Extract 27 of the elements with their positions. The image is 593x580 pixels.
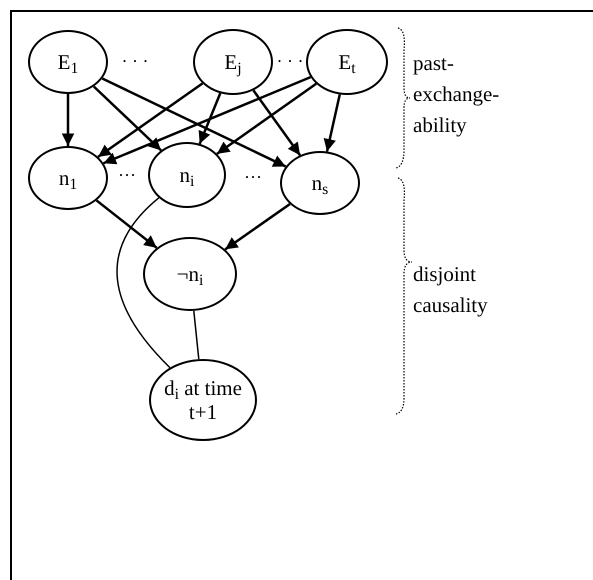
ellipse-node: n$_{i}$ (148, 142, 226, 208)
ellipsis-label: · · · (120, 50, 150, 73)
ellipsis-label: ··· (117, 164, 137, 187)
ellipse-node: E$_{t}$ (306, 29, 388, 95)
arrow (224, 203, 291, 250)
arrow (102, 77, 286, 168)
connector-line (116, 197, 170, 368)
connector-line (193, 310, 200, 360)
arrow (97, 82, 204, 158)
ellipsis-label: · · · (276, 50, 304, 73)
arrow (216, 82, 317, 155)
ellipse-node: d$_{i}$ at time t+1 (149, 359, 257, 441)
ellipse-node: ¬n$_{i}$ (143, 237, 237, 311)
arrow (62, 94, 74, 146)
ellipse-node: n$_{1}$ (28, 146, 108, 210)
arrow (96, 199, 158, 249)
arrow (92, 86, 162, 152)
ellipsis-label: ··· (243, 166, 263, 189)
arrow (103, 76, 312, 164)
brace-label: past- exchange- ability (413, 50, 500, 139)
ellipse-node: E$_{1}$ (28, 30, 108, 94)
arrow (198, 92, 222, 144)
ellipse-node: E$_{j}$ (193, 29, 273, 95)
brace-label: disjoint causality (413, 261, 489, 319)
ellipse-node: n$_{s}$ (280, 151, 360, 215)
arrow (324, 94, 341, 152)
arrow (252, 90, 302, 156)
